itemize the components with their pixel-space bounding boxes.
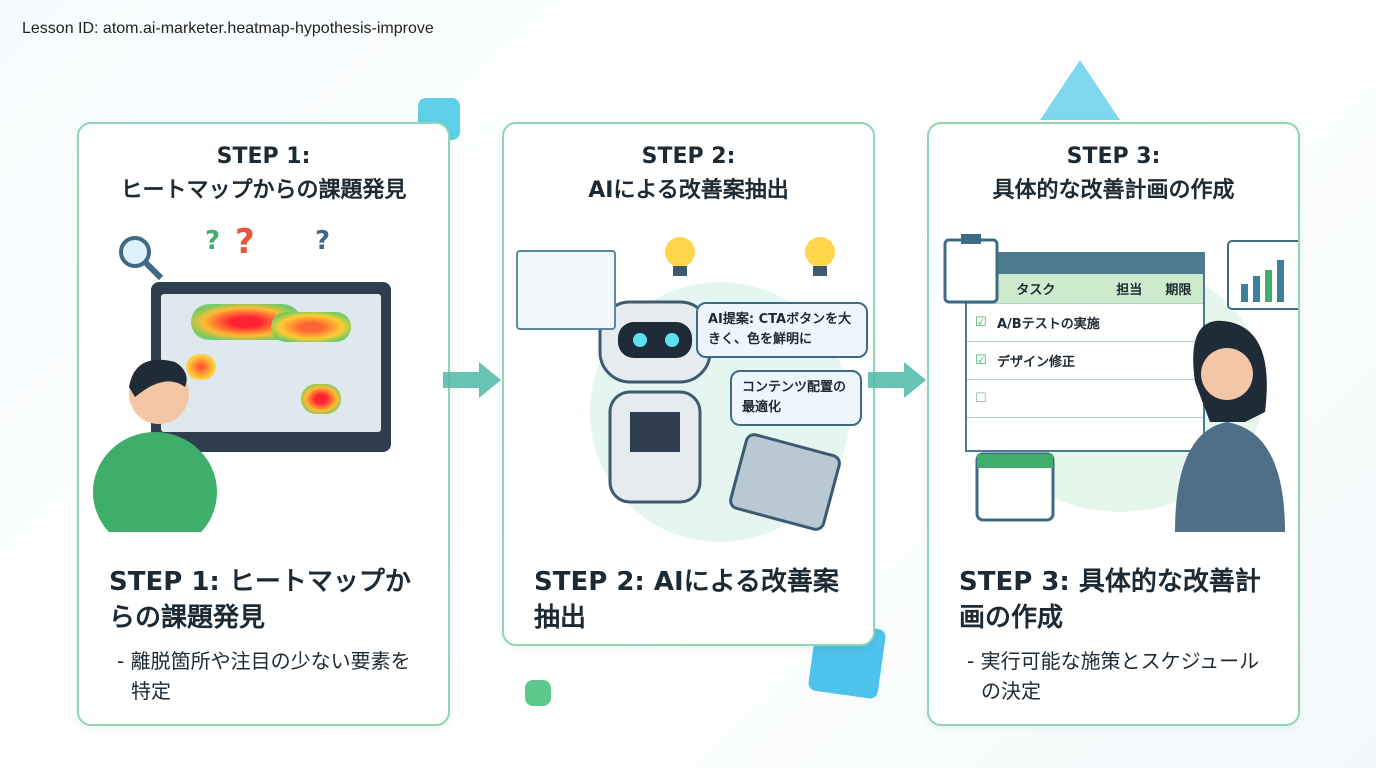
step-label: STEP 1:	[216, 144, 311, 169]
step-title: STEP 3: 具体的な改善計画の作成	[959, 567, 1261, 633]
question-mark-icon: ?	[315, 226, 331, 256]
table-row: ☑ デザイン修正	[967, 342, 1203, 380]
heatmap-hotspot	[301, 384, 341, 414]
lightbulb-icon	[805, 237, 835, 276]
step-heading: 具体的な改善計画の作成	[992, 178, 1235, 203]
person-thinking	[93, 359, 217, 532]
task-table: タスク 担当 期限 ☑ A/Bテストの実施 ☑ デザイン修正 ☐	[965, 252, 1205, 452]
businesswoman	[1175, 320, 1285, 532]
column-header: 担当	[1116, 283, 1143, 298]
bar-chart-window	[1227, 240, 1298, 310]
column-header: 期限	[1165, 283, 1192, 298]
tablet	[729, 433, 841, 531]
table-row: ☐	[967, 380, 1203, 418]
step-3-card: STEP 3: 具体的な改善計画の作成 タスク 担当 期限 ☑ A/Bテストの実施…	[927, 122, 1300, 726]
checkbox-checked-icon: ☑	[975, 315, 987, 330]
task-name: デザイン修正	[997, 355, 1076, 370]
column-header: タスク	[1016, 283, 1056, 298]
decorative-triangle	[1040, 60, 1120, 120]
heatmap-hotspot	[271, 312, 351, 342]
checkbox-empty-icon: ☐	[975, 391, 987, 406]
step-heading: AIによる改善案抽出	[588, 178, 789, 203]
step-3-header: STEP 3: 具体的な改善計画の作成	[929, 140, 1298, 208]
step-title: STEP 2: AIによる改善案抽出	[534, 567, 839, 633]
monitor	[151, 282, 391, 452]
step-description: - 離脱箇所や注目の少ない要素を特定	[117, 649, 411, 703]
question-mark-icon: ?	[205, 226, 221, 256]
step-label: STEP 3:	[1066, 144, 1161, 169]
heatmap-illustration: ? ? ?	[85, 222, 442, 532]
ai-suggestion-bubble: コンテンツ配置の最適化	[730, 370, 862, 426]
lightbulb-icon	[665, 237, 695, 276]
table-header: タスク 担当 期限	[967, 274, 1203, 304]
decorative-square	[525, 680, 551, 706]
ai-suggestion-bubble: AI提案: CTAボタンを大きく、色を鮮明に	[696, 302, 868, 358]
table-row: ☑ A/Bテストの実施	[967, 304, 1203, 342]
step-description: - 実行可能な施策とスケジュールの決定	[967, 649, 1260, 703]
arrow-right-icon	[443, 362, 501, 398]
lesson-id: Lesson ID: atom.ai-marketer.heatmap-hypo…	[22, 20, 434, 37]
ai-robot-illustration: AI提案: CTAボタンを大きく、色を鮮明に コンテンツ配置の最適化	[510, 222, 868, 542]
step-2-header: STEP 2: AIによる改善案抽出	[504, 140, 873, 208]
step-heading: ヒートマップからの課題発見	[120, 178, 407, 203]
step-2-card: STEP 2: AIによる改善案抽出 AI提案: CTAボタンを大きく、色を鮮明…	[502, 122, 875, 646]
question-mark-icon: ?	[235, 222, 255, 262]
checkbox-checked-icon: ☑	[975, 353, 987, 368]
chart-window	[516, 250, 616, 330]
step-label: STEP 2:	[641, 144, 736, 169]
step-title: STEP 1: ヒートマップからの課題発見	[109, 567, 411, 633]
heatmap-hotspot	[186, 354, 216, 380]
calendar-icon	[975, 452, 1055, 522]
arrow-right-icon	[868, 362, 926, 398]
step-1-card: STEP 1: ヒートマップからの課題発見 ? ? ? STEP 1: ヒートマ…	[77, 122, 450, 726]
robot	[598, 300, 712, 504]
clipboard-icon	[943, 234, 999, 304]
magnifier-icon	[119, 236, 164, 281]
step-1-header: STEP 1: ヒートマップからの課題発見	[79, 140, 448, 208]
planning-illustration: タスク 担当 期限 ☑ A/Bテストの実施 ☑ デザイン修正 ☐	[935, 222, 1298, 532]
task-name: A/Bテストの実施	[997, 317, 1100, 332]
